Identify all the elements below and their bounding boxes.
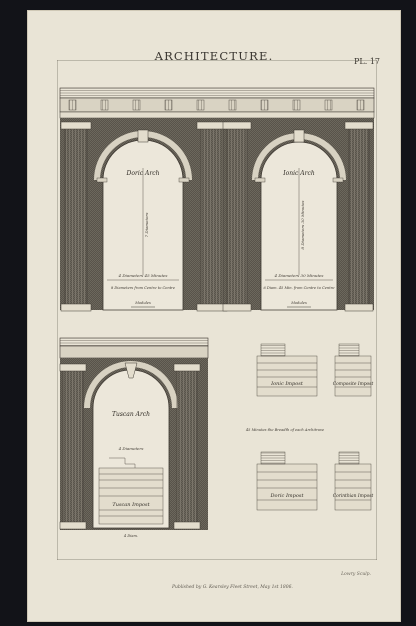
corinthian-impost-label: Corinthian Impost	[333, 494, 374, 499]
publisher-line: Published by G. Kearsley Fleet Street, M…	[172, 585, 293, 590]
ionic-width-label: 4 Diameters 30 Minutes	[274, 273, 324, 278]
top-columns	[60, 121, 374, 312]
doric-impost-label: Doric Impost	[270, 493, 305, 499]
composite-impost-profile	[334, 343, 372, 397]
plate-title: ARCHITECTURE.	[154, 49, 274, 63]
ionic-impost-label: Ionic Impost	[270, 381, 304, 387]
ionic-scale-label: Modules	[290, 301, 307, 305]
engraver-credit: Lowry Sculp.	[341, 572, 371, 577]
tuscan-width-label: 4 Diameters	[118, 446, 144, 451]
doric-impost-profile	[256, 451, 318, 511]
impost-profiles	[256, 343, 372, 511]
architrave-breadth-note: 45 Minutes the Breadth of each Architrav…	[245, 428, 324, 432]
composite-impost-label: Composite Impost	[333, 382, 374, 387]
top-triglyphs	[68, 99, 365, 111]
ionic-spacing-label: 6 Diam. 45 Min. from Centre to Centre	[263, 286, 334, 290]
doric-width-label: 4 Diameters 45 Minutes	[118, 273, 168, 278]
tuscan-arcade: Tuscan Arch 4 Diameters Tuscan Impost 4 …	[59, 337, 209, 538]
ionic-arch-label: Ionic Arch	[282, 170, 315, 177]
top-cornice	[59, 87, 375, 99]
tuscan-keystone	[124, 362, 138, 379]
ionic-impost-profile	[256, 343, 318, 397]
ionic-height-label: 8 Diameters 30 Minutes	[300, 201, 305, 250]
doric-keystone	[137, 129, 149, 143]
doric-scale-label: Modules	[134, 301, 151, 305]
doric-spacing-label: 8 Diameters from Centre to Centre	[111, 286, 175, 290]
top-arcade: Doric Arch Ionic Arch 7 Diameters 8 Diam…	[59, 87, 375, 312]
doric-height-label: 7 Diameters	[144, 213, 149, 238]
engraving-figure: Doric Arch Ionic Arch 7 Diameters 8 Diam…	[57, 60, 377, 560]
top-architrave	[59, 111, 375, 119]
tuscan-impost-label: Tuscan Impost	[112, 502, 150, 508]
doric-arch-label: Doric Arch	[126, 170, 160, 177]
ionic-keystone	[293, 129, 305, 143]
tuscan-scale-label: 4 Diam.	[123, 534, 138, 538]
plate-number: PL. 17	[354, 57, 380, 66]
tuscan-arch-label: Tuscan Arch	[112, 411, 150, 418]
corinthian-impost-profile	[334, 451, 372, 511]
plate-page: ARCHITECTURE. PL. 17	[27, 10, 401, 622]
